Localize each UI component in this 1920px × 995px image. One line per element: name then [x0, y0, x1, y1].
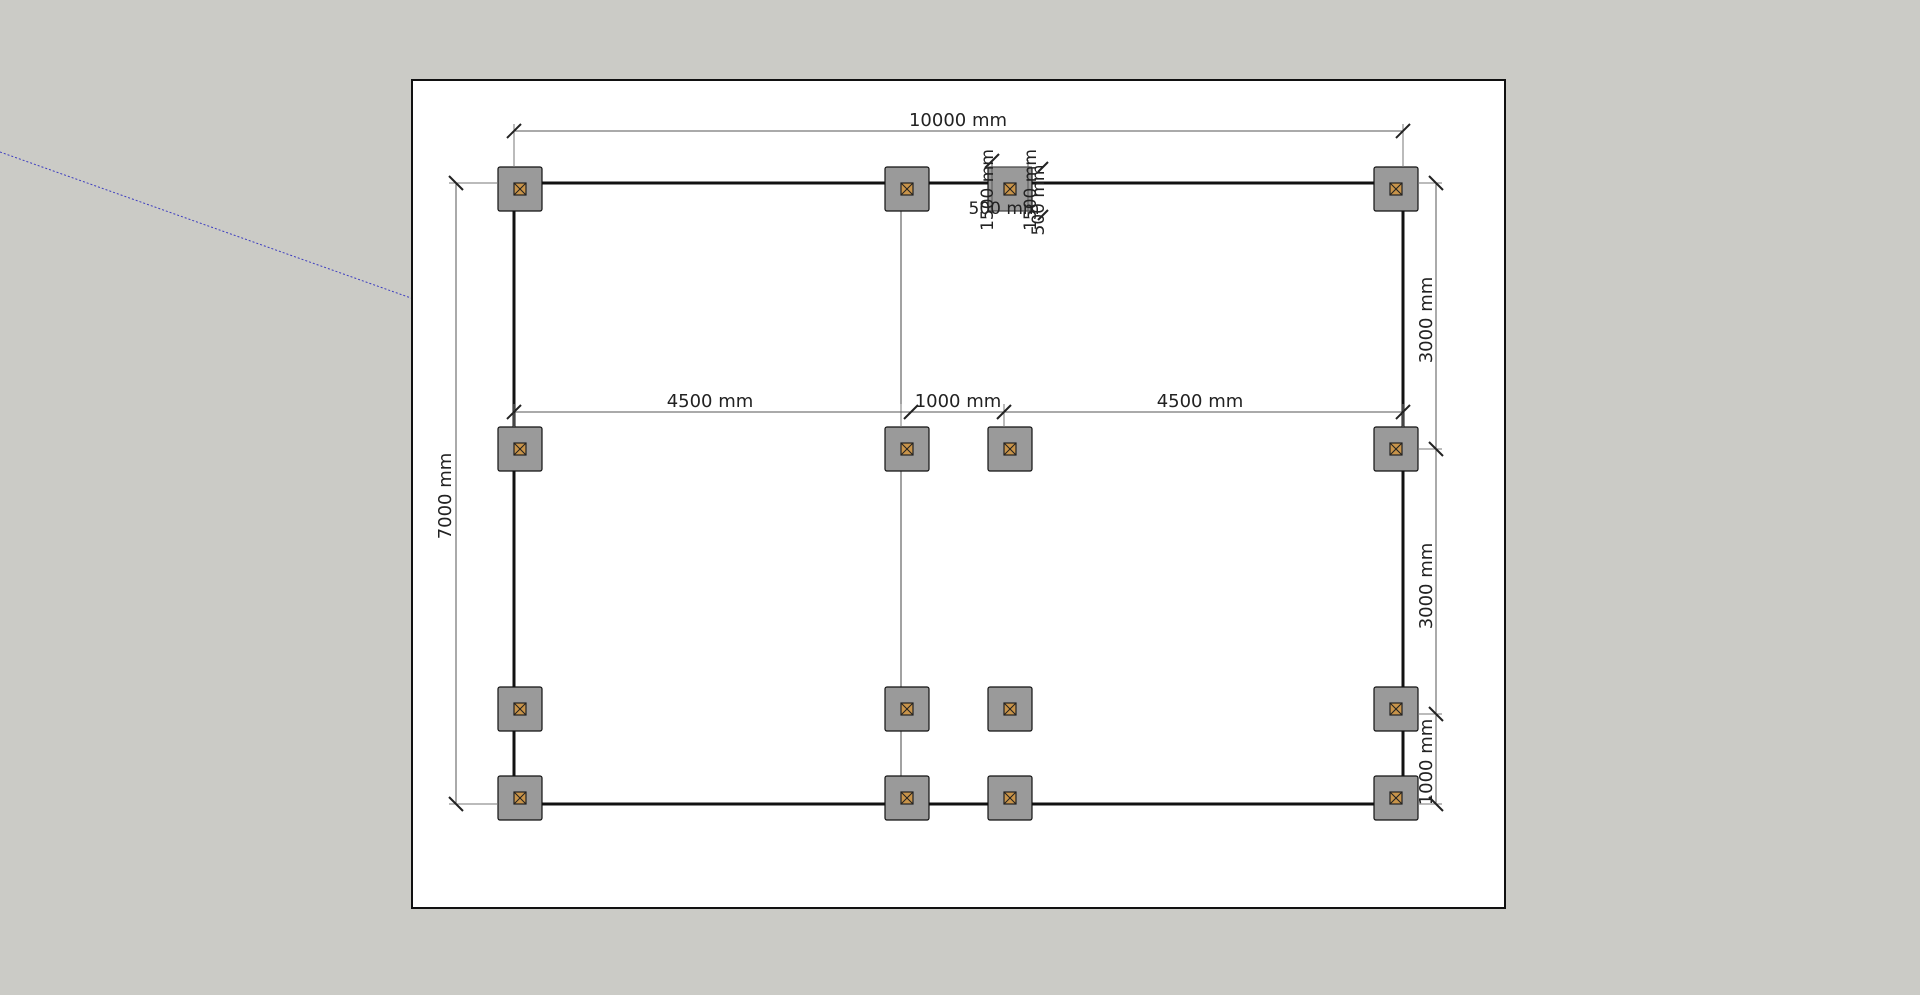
footing[interactable] — [987, 426, 1033, 472]
dimension-label: 500 mm — [969, 199, 1040, 219]
footing[interactable] — [987, 166, 1033, 212]
dimension-overall-width[interactable]: 10000 mm — [506, 110, 1411, 167]
dimension-label: 7000 mm — [435, 453, 456, 540]
guide-line[interactable] — [0, 151, 412, 299]
dimension-label: 1500 mm — [978, 149, 998, 231]
footing[interactable] — [1373, 426, 1419, 472]
footing[interactable] — [884, 166, 930, 212]
dimension-right-spans[interactable]: 3000 mm 3000 mm 1000 mm — [1416, 175, 1444, 812]
dimension-label: 1000 mm — [915, 391, 1002, 412]
footing[interactable] — [497, 426, 543, 472]
dimension-label: 10000 mm — [909, 110, 1007, 131]
footing[interactable] — [884, 426, 930, 472]
dimension-label: 3000 mm — [1416, 543, 1437, 630]
footing[interactable] — [497, 775, 543, 821]
footing[interactable] — [884, 775, 930, 821]
dimension-footing-size[interactable]: 1500 mm 500 mm 1500 mm 500 mm — [969, 149, 1049, 235]
dimension-label: 3000 mm — [1416, 277, 1437, 364]
footing[interactable] — [987, 775, 1033, 821]
dimension-bays[interactable]: 4500 mm 1000 mm 4500 mm — [506, 391, 1411, 427]
footing[interactable] — [497, 166, 543, 212]
footings[interactable] — [497, 166, 1419, 821]
dimension-label: 4500 mm — [1157, 391, 1244, 412]
footing[interactable] — [987, 686, 1033, 732]
footing[interactable] — [1373, 686, 1419, 732]
dimension-label: 4500 mm — [667, 391, 754, 412]
footing[interactable] — [497, 686, 543, 732]
dimension-label: 1500 mm — [1021, 149, 1041, 231]
dimension-label: 1000 mm — [1416, 719, 1437, 806]
drawing-sheet — [411, 79, 1506, 909]
footing[interactable] — [1373, 775, 1419, 821]
footing[interactable] — [884, 686, 930, 732]
footing[interactable] — [1373, 166, 1419, 212]
dimension-label: 500 mm — [1029, 165, 1049, 236]
dimension-overall-depth[interactable]: 7000 mm — [435, 175, 498, 812]
